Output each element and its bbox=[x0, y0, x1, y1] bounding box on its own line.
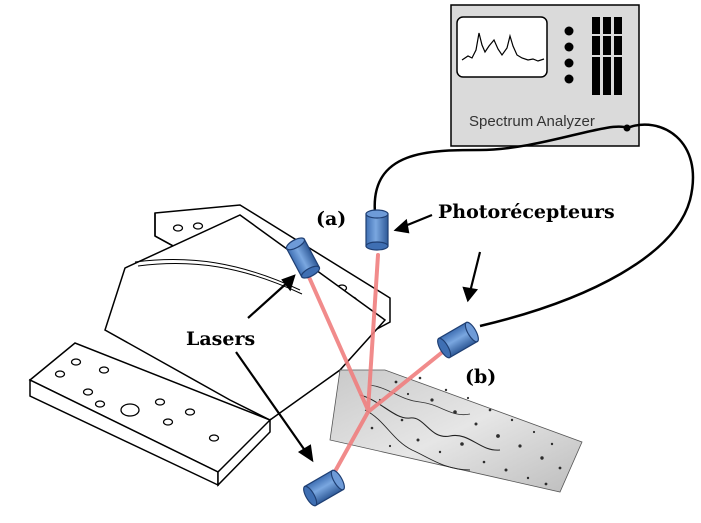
spectrum-analyzer-label: Spectrum Analyzer bbox=[469, 113, 595, 130]
cable-photoreceptor-b bbox=[479, 123, 695, 328]
laser-a bbox=[285, 237, 321, 279]
lasers-label: Lasers bbox=[186, 328, 256, 350]
photoreceptor-b bbox=[437, 321, 479, 359]
analyzer-knobs bbox=[564, 26, 574, 84]
photoreceptors-label: Photorécepteurs bbox=[438, 201, 615, 223]
annotation-arrows bbox=[235, 213, 482, 463]
photoreceptor-a bbox=[365, 209, 389, 251]
spectrum-trace bbox=[461, 32, 545, 62]
analyzer-screen bbox=[456, 16, 548, 78]
laser-b bbox=[303, 469, 345, 507]
beam-photoreceptor-b bbox=[366, 348, 447, 414]
beam-photoreceptor-a bbox=[366, 253, 380, 412]
label-b: (b) bbox=[465, 366, 497, 388]
lower-clamp bbox=[28, 342, 272, 487]
cable-photoreceptor-a bbox=[373, 125, 628, 214]
label-a: (a) bbox=[316, 208, 347, 230]
crack-surface-image bbox=[329, 369, 583, 493]
spectrum-analyzer bbox=[450, 4, 640, 147]
specimen-plate bbox=[104, 214, 387, 421]
analyzer-level-bars bbox=[590, 17, 624, 95]
beam-laser-a-incident bbox=[303, 266, 370, 412]
